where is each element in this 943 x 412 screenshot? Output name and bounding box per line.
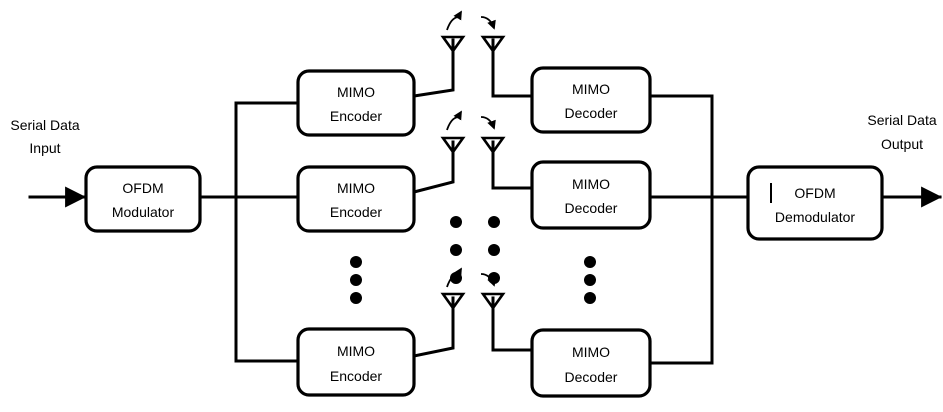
encoder-1-line2: Encoder [330,108,382,124]
tx-antenna-1-icon [440,35,466,54]
antenna-ellipsis-rx [488,216,500,284]
serial-data-input-label: Serial Data Input [10,117,79,156]
ofdm-modulator-block: OFDM Modulator [84,165,202,233]
output-label-line2: Output [881,136,923,152]
connection-wires [28,38,943,365]
input-label-line2: Input [29,140,60,156]
mimo-decoder-3-block: MIMO Decoder [530,328,652,398]
antenna-to-decoder-2 [491,140,534,190]
decoder-3-line2: Decoder [565,369,618,385]
rx-antenna-1-icon [480,35,506,54]
encoder-3-to-antenna [412,296,455,358]
tx-antenna-3-icon [440,292,466,311]
ofdm-modulator-line1: OFDM [122,180,163,196]
ofdm-demodulator-line2: Demodulator [775,209,855,225]
tx-antennas [440,35,466,311]
antenna-ellipsis-tx [450,216,462,284]
serial-data-output-label: Serial Data Output [867,112,936,152]
rx-signal-2-icon [480,116,496,130]
encoder-1-line1: MIMO [337,84,375,100]
encoder-3-line2: Encoder [330,368,382,384]
rx-antenna-3-icon [480,292,506,311]
decoder-2-line2: Decoder [565,200,618,216]
encoder-2-to-antenna [412,140,455,194]
continuation-dots [350,216,596,304]
encoder-3-line1: MIMO [337,343,375,359]
decoder-ellipsis [584,256,596,304]
encoder-ellipsis [350,256,362,304]
rx-antenna-2-icon [480,136,506,155]
input-label-line1: Serial Data [10,117,79,133]
decoder-1-line2: Decoder [565,105,618,121]
encoder-2-line2: Encoder [330,204,382,220]
output-label-line1: Serial Data [867,112,936,128]
rx-antennas [480,35,506,311]
decoder-1-line1: MIMO [572,81,610,97]
encoder-2-line1: MIMO [337,180,375,196]
encoder-1-to-antenna [412,38,455,98]
mimo-encoder-3-block: MIMO Encoder [296,327,416,397]
ofdm-modulator-line2: Modulator [112,204,175,220]
antenna-to-decoder-1 [491,38,534,98]
ofdm-demodulator-block: OFDM Demodulator [746,165,884,241]
mimo-encoder-2-block: MIMO Encoder [296,165,416,233]
tx-signal-2-icon [446,110,462,131]
antenna-to-decoder-3 [491,296,534,352]
tx-antenna-2-icon [440,136,466,155]
decoder-3-line1: MIMO [572,344,610,360]
ofdm-demodulator-line1: OFDM [794,185,835,201]
rx-signal-1-icon [480,16,496,30]
tx-signal-1-icon [446,10,462,31]
mimo-encoder-1-block: MIMO Encoder [296,69,416,137]
decoder-2-line1: MIMO [572,176,610,192]
mimo-decoder-1-block: MIMO Decoder [530,66,652,134]
mimo-decoder-2-block: MIMO Decoder [530,160,652,230]
